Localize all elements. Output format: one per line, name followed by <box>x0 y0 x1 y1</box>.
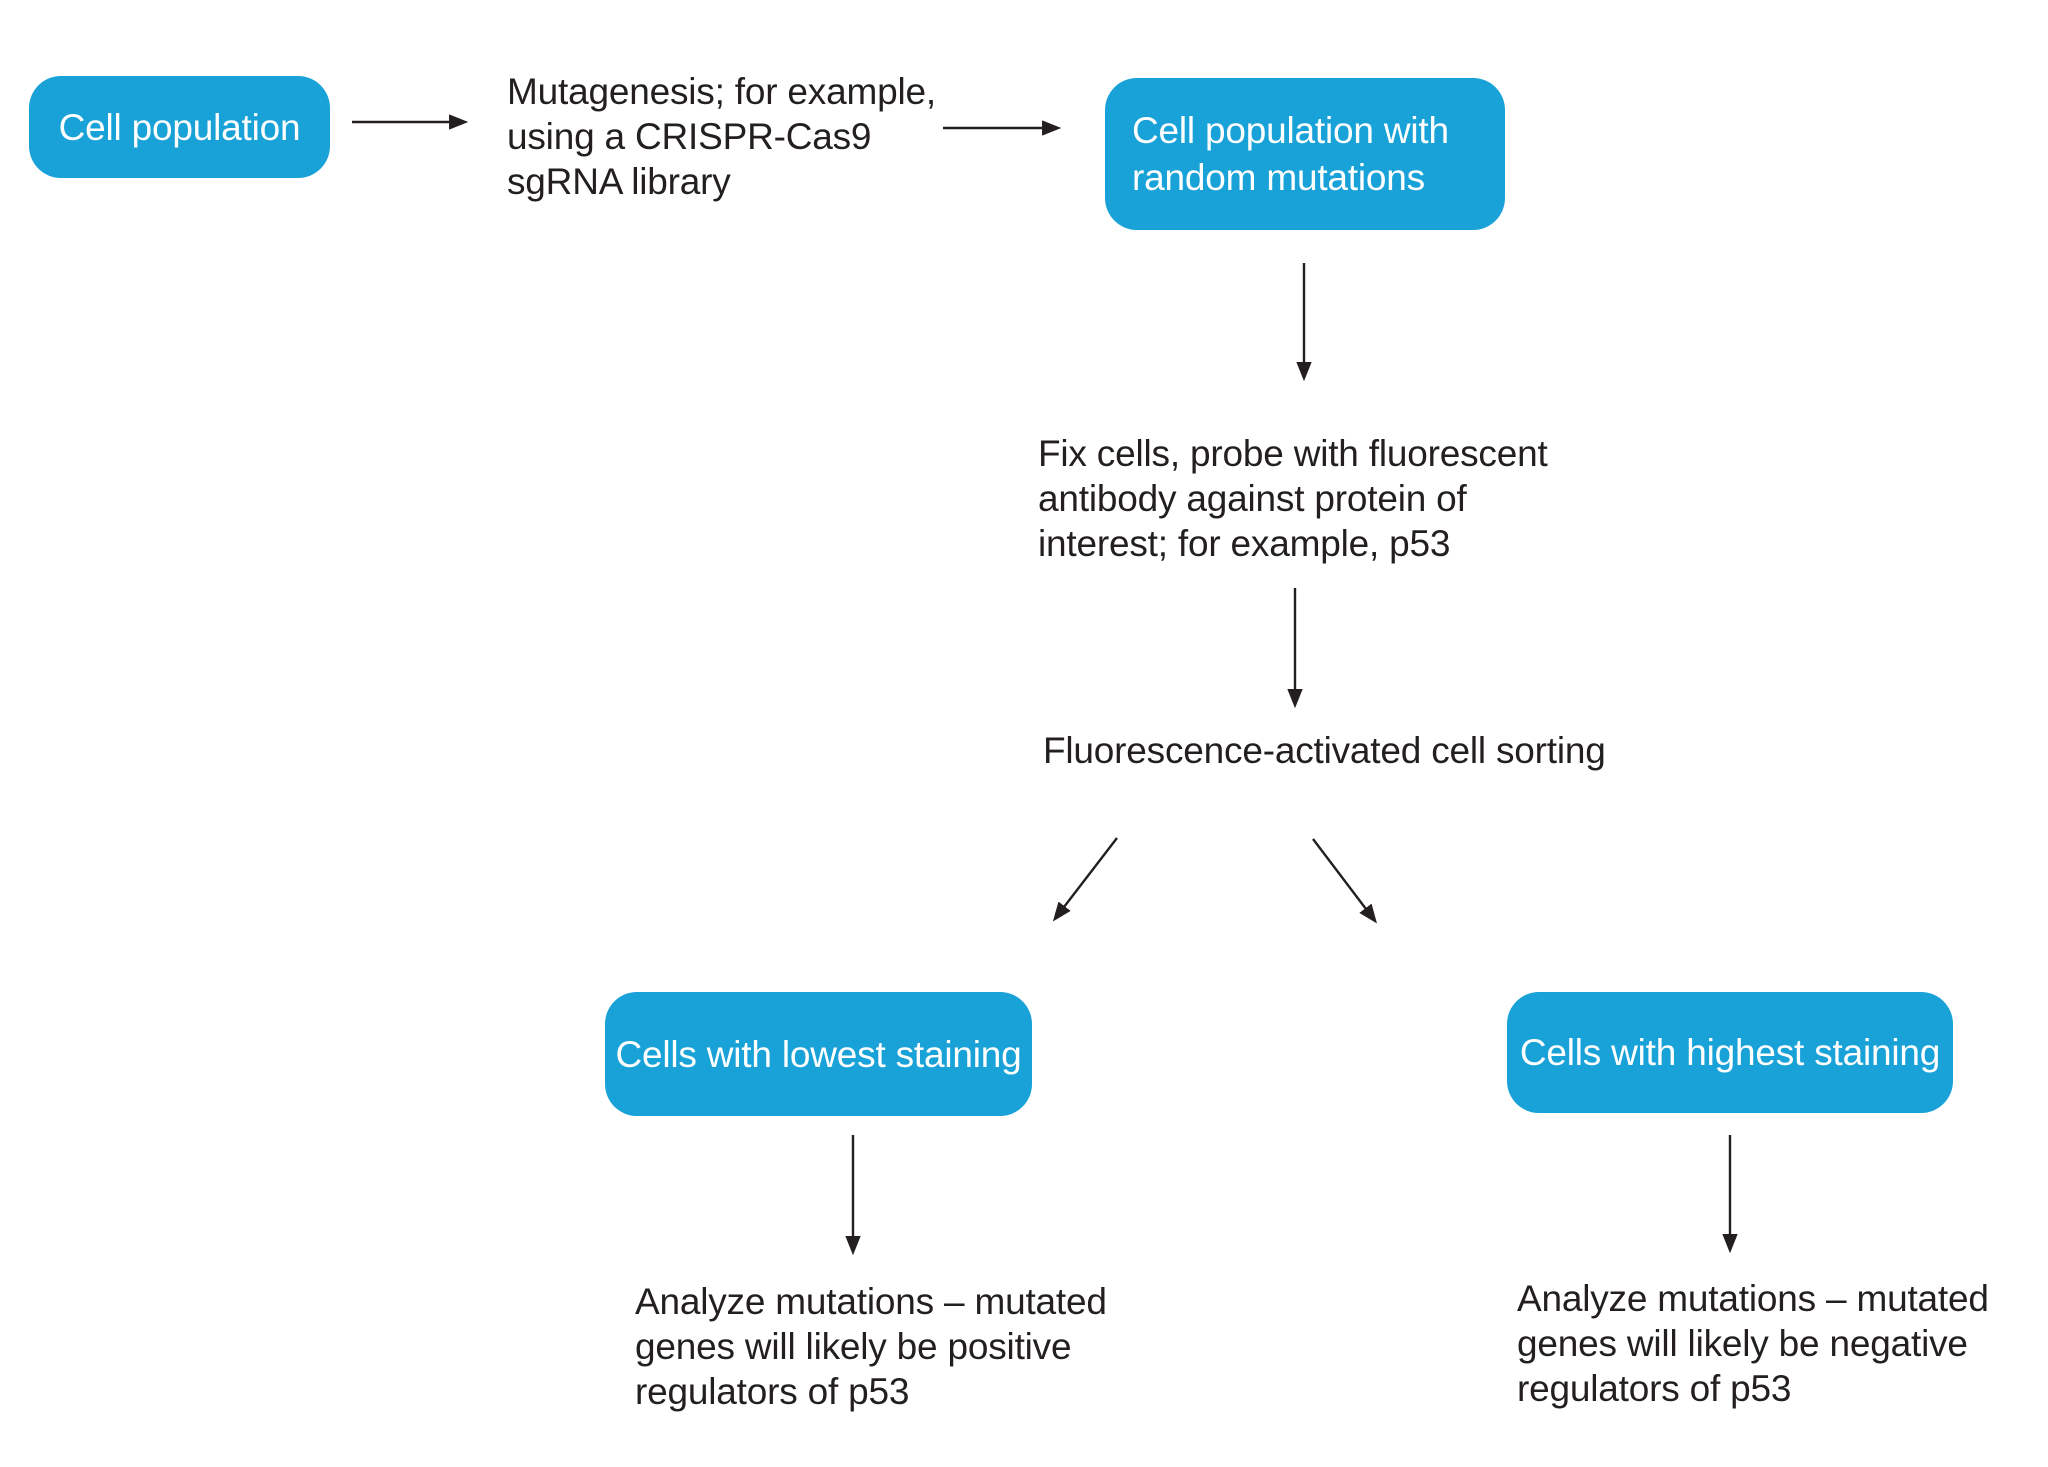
node-random-mutations-line1: Cell population with <box>1132 110 1449 151</box>
node-highest-staining-label: Cells with highest staining <box>1519 1032 1941 1073</box>
label-fix-cells-line3: interest; for example, p53 <box>1038 523 1451 564</box>
label-analyze-positive-regulators: Analyze mutations – mutated genes will l… <box>635 1279 1107 1414</box>
label-analyze-positive-line1: Analyze mutations – mutated <box>635 1281 1107 1322</box>
node-cells-lowest-staining: Cells with lowest staining <box>605 992 1032 1116</box>
label-fix-cells-line1: Fix cells, probe with fluorescent <box>1038 433 1548 474</box>
node-cell-population-random-mutations: Cell population with random mutations <box>1105 78 1505 230</box>
node-cells-highest-staining: Cells with highest staining <box>1507 992 1953 1113</box>
label-fix-cells-line2: antibody against protein of <box>1038 478 1467 519</box>
label-mutagenesis: Mutagenesis; for example, using a CRISPR… <box>507 69 936 204</box>
label-analyze-positive-line2: genes will likely be positive <box>635 1326 1072 1367</box>
label-mutagenesis-line3: sgRNA library <box>507 161 731 202</box>
node-cell-population-label: Cell population <box>58 106 301 148</box>
node-cell-population: Cell population <box>29 76 330 178</box>
label-facs-text: Fluorescence-activated cell sorting <box>1043 730 1606 771</box>
label-fluorescence-activated-cell-sorting: Fluorescence-activated cell sorting <box>1043 728 1606 773</box>
label-analyze-positive-line3: regulators of p53 <box>635 1371 910 1412</box>
label-fix-cells: Fix cells, probe with fluorescent antibo… <box>1038 431 1548 566</box>
node-random-mutations-line2: random mutations <box>1132 157 1425 198</box>
label-analyze-negative-line2: genes will likely be negative <box>1517 1323 1968 1364</box>
label-analyze-negative-regulators: Analyze mutations – mutated genes will l… <box>1517 1276 1989 1411</box>
label-mutagenesis-line1: Mutagenesis; for example, <box>507 71 936 112</box>
arrow-facs-to-highest <box>1312 838 1378 924</box>
arrow-facs-to-lowest <box>1052 837 1118 922</box>
label-analyze-negative-line3: regulators of p53 <box>1517 1368 1792 1409</box>
label-mutagenesis-line2: using a CRISPR-Cas9 <box>507 116 872 157</box>
node-lowest-staining-label: Cells with lowest staining <box>615 1033 1022 1075</box>
label-analyze-negative-line1: Analyze mutations – mutated <box>1517 1278 1989 1319</box>
